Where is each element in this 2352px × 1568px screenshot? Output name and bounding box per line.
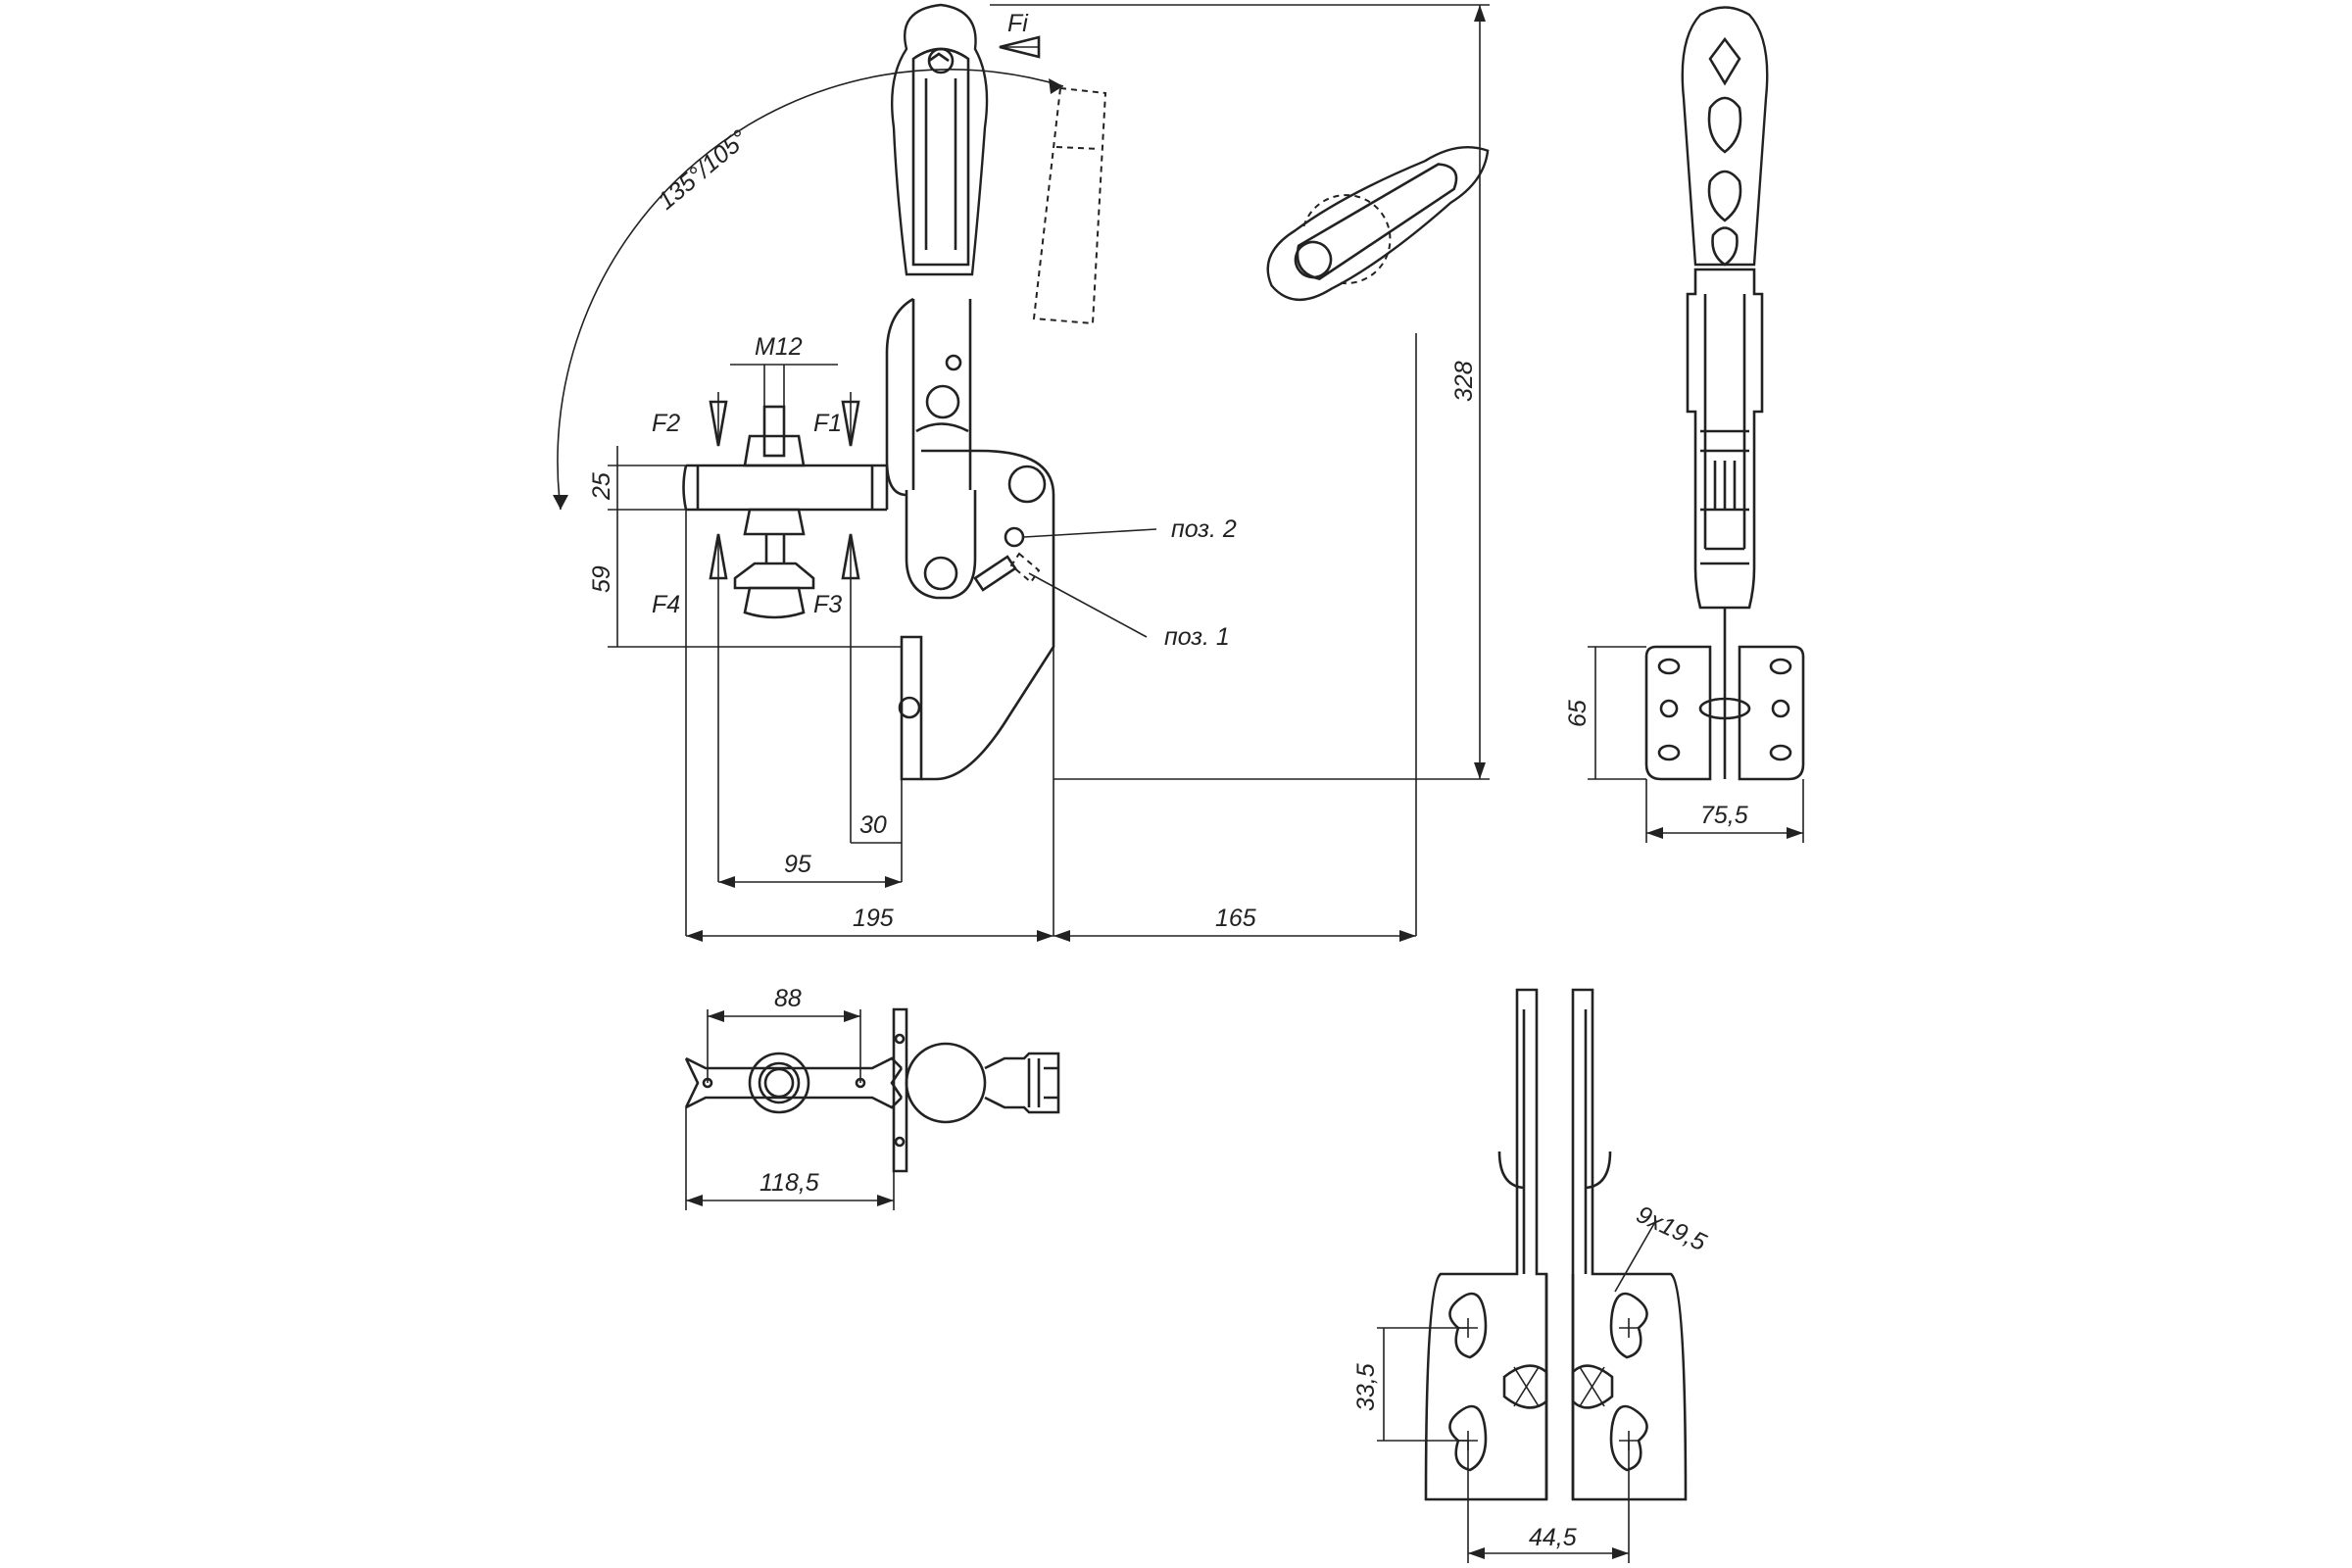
dim-30: 30: [859, 811, 887, 839]
spindle-nut-bottom: [743, 508, 806, 536]
spindle-thread: [762, 405, 786, 458]
handle-open-ghost-inner: [1055, 146, 1101, 150]
handle-grip: [891, 3, 989, 276]
handle-rotated: [1266, 145, 1490, 302]
angle-arc: [557, 69, 1064, 511]
slot-top-right: [1609, 1292, 1648, 1359]
pivot-lower: [923, 556, 958, 591]
lock-pin: [973, 555, 1017, 592]
slot-bottom-left: [1448, 1404, 1488, 1472]
top-spindle-nut: [748, 1052, 810, 1114]
dim-75-5: 75,5: [1700, 802, 1748, 829]
dim-195: 195: [853, 905, 894, 932]
pivot-hole-pos2: [1004, 526, 1025, 548]
clamp-link: [905, 490, 977, 600]
dim-88: 88: [774, 985, 802, 1012]
front-view: 135°/105° Fi F1 F2 F3 F4 M12 поз. 2 поз.…: [553, 3, 1490, 942]
dim-slot: 9x19,5: [1632, 1200, 1710, 1256]
dim-44-5: 44,5: [1529, 1524, 1577, 1551]
base-left-rail: [1424, 988, 1548, 1501]
force-arrows: [709, 392, 860, 588]
pivot-mid: [925, 384, 960, 419]
spindle-nut-top: [743, 434, 806, 467]
pivot-small: [945, 354, 962, 371]
slot-top-left: [1448, 1292, 1488, 1359]
base-view: 33,5 44,5 9x19,5: [1352, 988, 1710, 1563]
force-fi: Fi: [1007, 10, 1029, 37]
side-base: [1644, 645, 1805, 781]
clamp-arm-body: [911, 299, 972, 490]
top-spindle-arm: [685, 1056, 903, 1109]
callout-pos1: поз. 1: [1164, 623, 1230, 651]
pressure-foot: [743, 586, 806, 619]
spindle-bar: [682, 464, 889, 512]
angle-label: 135°/105°: [653, 124, 754, 215]
base-screw: [898, 696, 921, 719]
handle-open-ghost: [1032, 86, 1107, 325]
force-f3: F3: [813, 591, 842, 618]
spindle-pad: [733, 562, 815, 590]
dim-59: 59: [588, 565, 615, 593]
handle-curve: [885, 297, 914, 497]
dim-118-5: 118,5: [760, 1169, 819, 1197]
dim-m12: M12: [755, 333, 803, 361]
side-view: 65 75,5: [1564, 6, 1805, 843]
pivot-hole-upper: [1007, 465, 1047, 504]
side-handle: [1681, 6, 1769, 267]
top-base-plate: [892, 1007, 908, 1173]
force-f1: F1: [813, 410, 842, 437]
dim-165: 165: [1215, 905, 1256, 932]
dim-65: 65: [1564, 700, 1592, 727]
top-body-circle: [905, 1042, 987, 1124]
force-f4: F4: [652, 591, 680, 618]
base-right-rail: [1571, 988, 1688, 1501]
pivot-body: [915, 422, 969, 433]
side-body: [1686, 268, 1764, 610]
dim-33-5: 33,5: [1352, 1363, 1380, 1411]
callout-pos2: поз. 2: [1171, 515, 1237, 543]
slot-bottom-right: [1609, 1404, 1648, 1472]
lock-pin-alt: [1009, 552, 1041, 584]
spindle-shaft: [764, 534, 786, 564]
dim-95: 95: [784, 851, 811, 878]
top-view: 88 118,5: [684, 985, 1060, 1210]
force-f2: F2: [652, 410, 680, 437]
dim-25: 25: [588, 472, 615, 501]
dim-328: 328: [1450, 361, 1478, 402]
